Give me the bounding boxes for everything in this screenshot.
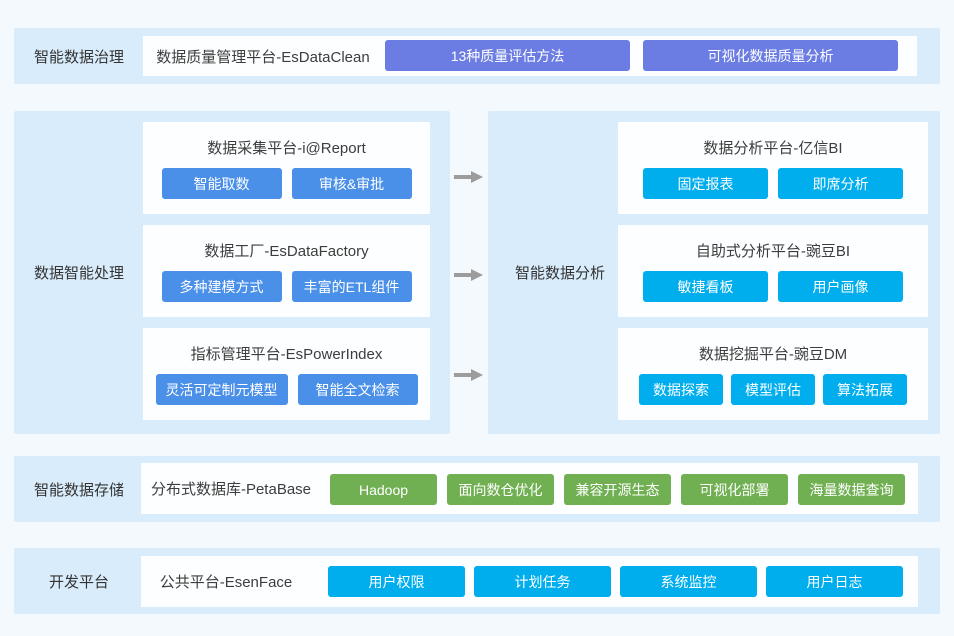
card-espowerindex: 指标管理平台-EsPowerIndex 灵活可定制元模型 智能全文检索 — [143, 328, 430, 420]
feature-chip-model-eval: 模型评估 — [731, 374, 815, 405]
feature-chip-row: 灵活可定制元模型 智能全文检索 — [143, 374, 430, 405]
card-wandoudm: 数据挖掘平台-豌豆DM 数据探索 模型评估 算法拓展 — [618, 328, 928, 420]
section-label-analysis: 智能数据分析 — [514, 265, 605, 282]
flow-arrow-icon — [454, 269, 483, 281]
flow-arrow-icon — [454, 369, 483, 381]
platform-name-ireport: 数据采集平台-i@Report — [207, 139, 366, 157]
feature-chip-adhoc-analysis: 即席分析 — [778, 168, 903, 199]
feature-chip-visual-deploy: 可视化部署 — [681, 474, 788, 505]
feature-chip-etl: 丰富的ETL组件 — [291, 271, 412, 302]
feature-chip-row: 多种建模方式 丰富的ETL组件 — [143, 271, 430, 302]
feature-chip-system-monitor: 系统监控 — [620, 566, 757, 597]
section-data-processing: 数据智能处理 数据采集平台-i@Report 智能取数 审核&审批 数据工厂-E… — [14, 111, 450, 434]
feature-chip-hadoop: Hadoop — [330, 474, 437, 505]
platform-name-esenface: 公共平台-EsenFace — [159, 574, 293, 591]
section-label-processing: 数据智能处理 — [33, 265, 124, 282]
feature-chip-fixed-report: 固定报表 — [643, 168, 768, 199]
feature-chip-user-log: 用户日志 — [766, 566, 903, 597]
section-label-devplatform: 开发平台 — [48, 573, 109, 591]
section-data-storage: 智能数据存储 分布式数据库-PetaBase Hadoop 面向数仓优化 兼容开… — [14, 456, 940, 522]
section-data-governance: 智能数据治理 数据质量管理平台-EsDataClean 13种质量评估方法 可视… — [14, 28, 940, 84]
flow-arrow-icon — [454, 171, 483, 183]
feature-chip-row: 固定报表 即席分析 — [618, 168, 928, 199]
card-esdatafactory: 数据工厂-EsDataFactory 多种建模方式 丰富的ETL组件 — [143, 225, 430, 317]
feature-chip-quality-visual: 可视化数据质量分析 — [643, 40, 898, 71]
feature-chip-row: 数据探索 模型评估 算法拓展 — [618, 374, 928, 405]
section-label-storage: 智能数据存储 — [33, 481, 124, 499]
platform-name-esenbi: 数据分析平台-亿信BI — [703, 139, 843, 157]
feature-chip-fulltext-search: 智能全文检索 — [297, 374, 418, 405]
feature-chip-user-profile: 用户画像 — [778, 271, 903, 302]
feature-chip-modeling: 多种建模方式 — [161, 271, 282, 302]
feature-chip-opensource-compatible: 兼容开源生态 — [564, 474, 671, 505]
feature-chip-warehouse-optimized: 面向数仓优化 — [447, 474, 554, 505]
feature-chip-user-permission: 用户权限 — [328, 566, 465, 597]
feature-chip-algorithm-extend: 算法拓展 — [823, 374, 907, 405]
feature-chip-agile-dashboard: 敏捷看板 — [643, 271, 768, 302]
feature-chip-audit-approve: 审核&审批 — [291, 168, 412, 199]
feature-chip-quality-methods: 13种质量评估方法 — [385, 40, 630, 71]
platform-name-wandoudm: 数据挖掘平台-豌豆DM — [698, 345, 848, 363]
card-wandoubi: 自助式分析平台-豌豆BI 敏捷看板 用户画像 — [618, 225, 928, 317]
platform-name-esdataclean: 数据质量管理平台-EsDataClean — [156, 48, 370, 66]
feature-chip-row: 智能取数 审核&审批 — [143, 168, 430, 199]
card-ireport: 数据采集平台-i@Report 智能取数 审核&审批 — [143, 122, 430, 214]
feature-chip-meta-model: 灵活可定制元模型 — [155, 374, 288, 405]
feature-chip-massive-query: 海量数据查询 — [798, 474, 905, 505]
feature-chip-row: 敏捷看板 用户画像 — [618, 271, 928, 302]
platform-name-petabase: 分布式数据库-PetaBase — [150, 481, 312, 498]
platform-name-wandoubi: 自助式分析平台-豌豆BI — [695, 242, 851, 260]
feature-chip-smart-fetch: 智能取数 — [161, 168, 282, 199]
platform-name-espowerindex: 指标管理平台-EsPowerIndex — [190, 345, 383, 363]
section-data-analysis: 智能数据分析 数据分析平台-亿信BI 固定报表 即席分析 自助式分析平台-豌豆B… — [488, 111, 940, 434]
section-dev-platform: 开发平台 公共平台-EsenFace 用户权限 计划任务 系统监控 用户日志 — [14, 548, 940, 614]
section-label-governance: 智能数据治理 — [33, 48, 124, 66]
feature-chip-scheduled-task: 计划任务 — [474, 566, 611, 597]
feature-chip-data-explore: 数据探索 — [639, 374, 723, 405]
platform-name-esdatafactory: 数据工厂-EsDataFactory — [204, 242, 369, 260]
card-esenbi: 数据分析平台-亿信BI 固定报表 即席分析 — [618, 122, 928, 214]
